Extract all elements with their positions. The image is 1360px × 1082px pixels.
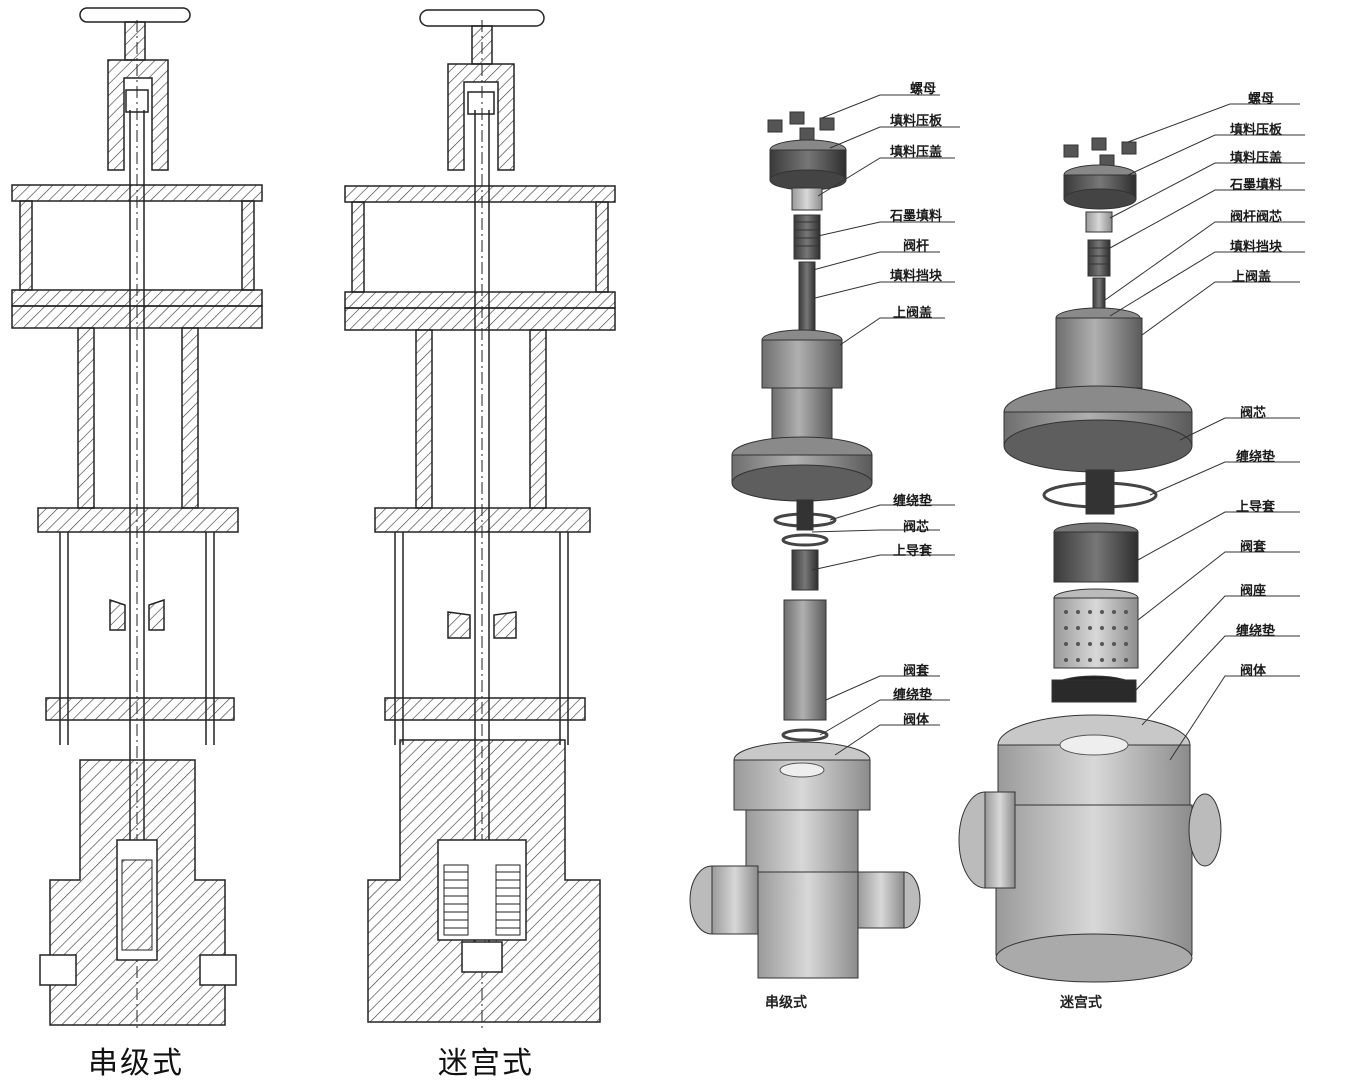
caption-labyrinth-section: 迷宫式 xyxy=(438,1046,534,1081)
cascade-label-nut: 螺母 xyxy=(910,82,937,97)
cascade-exploded-view xyxy=(689,111,921,979)
labyrinth-section-drawing xyxy=(344,9,616,1030)
cascade-label-upper-guide: 上导套 xyxy=(893,544,933,559)
cascade-label-bonnet: 上阀盖 xyxy=(893,306,933,321)
cascade-label-gasket-2: 缠绕垫 xyxy=(893,688,933,703)
labyrinth-label-graphite-packing: 石墨填料 xyxy=(1230,178,1283,193)
labyrinth-label-seat: 阀座 xyxy=(1240,584,1267,599)
labyrinth-label-stem-plug: 阀杆阀芯 xyxy=(1230,210,1283,225)
labyrinth-label-plug: 阀芯 xyxy=(1240,406,1267,421)
caption-labyrinth-exploded: 迷宫式 xyxy=(1060,995,1102,1011)
cascade-label-gland: 填料压盖 xyxy=(890,145,943,160)
cascade-label-packing-stop: 填料挡块 xyxy=(890,269,943,284)
cascade-label-stem: 阀杆 xyxy=(903,239,930,254)
cascade-label-gasket-1: 缠绕垫 xyxy=(893,494,933,509)
caption-cascade-section: 串级式 xyxy=(88,1046,184,1081)
caption-cascade-exploded: 串级式 xyxy=(765,995,807,1011)
labyrinth-label-gasket-1: 缠绕垫 xyxy=(1236,450,1276,465)
labyrinth-exploded-view xyxy=(958,137,1222,983)
cascade-label-body: 阀体 xyxy=(903,713,930,728)
cascade-label-plug: 阀芯 xyxy=(903,520,930,535)
cascade-label-cage: 阀套 xyxy=(903,664,930,679)
cascade-label-graphite-packing: 石墨填料 xyxy=(890,209,943,224)
labyrinth-label-body: 阀体 xyxy=(1240,664,1267,679)
cascade-label-gland-plate: 填料压板 xyxy=(890,114,943,129)
labyrinth-leader-lines xyxy=(1104,103,1305,761)
labyrinth-label-bonnet: 上阀盖 xyxy=(1232,270,1272,285)
labyrinth-label-gland-plate: 填料压板 xyxy=(1230,123,1283,138)
labyrinth-label-cage: 阀套 xyxy=(1240,540,1267,555)
labyrinth-label-nut: 螺母 xyxy=(1248,92,1275,107)
labyrinth-label-gland: 填料压盖 xyxy=(1230,151,1283,166)
cascade-section-drawing xyxy=(11,7,263,1030)
labyrinth-label-packing-stop: 填料挡块 xyxy=(1230,240,1283,255)
labyrinth-label-gasket-2: 缠绕垫 xyxy=(1236,624,1276,639)
labyrinth-label-upper-guide: 上导套 xyxy=(1236,500,1276,515)
cascade-leader-lines xyxy=(811,94,960,756)
